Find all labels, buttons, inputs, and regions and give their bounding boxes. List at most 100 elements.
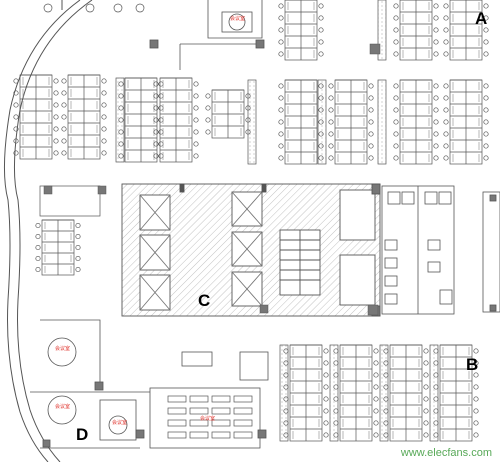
chair — [483, 83, 489, 89]
partition — [377, 79, 387, 165]
chair — [393, 3, 399, 9]
right-wall — [482, 191, 500, 313]
chair — [35, 266, 41, 273]
chair — [323, 432, 329, 438]
chair — [483, 95, 489, 101]
chair — [278, 131, 284, 137]
chair — [53, 114, 59, 120]
chair — [158, 141, 164, 147]
chair — [61, 150, 67, 156]
chair — [433, 155, 439, 161]
chair — [35, 255, 41, 262]
chair — [158, 117, 164, 123]
chair — [75, 266, 81, 273]
chair — [278, 83, 284, 89]
chair — [101, 138, 107, 144]
chair — [153, 93, 159, 99]
chair — [101, 150, 107, 156]
training-table — [189, 431, 209, 439]
training-table — [189, 419, 209, 427]
chair — [433, 3, 439, 9]
chair — [433, 83, 439, 89]
meeting-room-label-training: 会议室 — [200, 415, 215, 422]
chair — [473, 432, 479, 438]
chair — [101, 102, 107, 108]
chair — [278, 95, 284, 101]
chair — [443, 131, 449, 137]
chair — [61, 126, 67, 132]
training-table — [233, 395, 253, 403]
chair — [373, 372, 379, 378]
chair — [61, 102, 67, 108]
chair — [318, 3, 324, 9]
round-table — [135, 3, 145, 13]
chair — [433, 15, 439, 21]
chair — [35, 222, 41, 229]
meeting-room-top — [149, 0, 265, 70]
chair — [433, 119, 439, 125]
chair — [75, 255, 81, 262]
chair — [61, 78, 67, 84]
chair — [483, 119, 489, 125]
chair — [61, 138, 67, 144]
chair — [53, 78, 59, 84]
chair — [373, 360, 379, 366]
chair — [158, 93, 164, 99]
building-outline — [3, 0, 93, 462]
chair — [278, 3, 284, 9]
partition — [377, 0, 387, 61]
partition — [429, 344, 439, 442]
chair — [153, 141, 159, 147]
chair — [393, 83, 399, 89]
chair — [75, 244, 81, 251]
chair — [473, 384, 479, 390]
chair — [483, 143, 489, 149]
chair — [373, 348, 379, 354]
chair — [323, 372, 329, 378]
chair — [13, 126, 19, 132]
restroom-block — [381, 185, 455, 315]
chair — [443, 3, 449, 9]
chair — [443, 15, 449, 21]
partition — [329, 344, 339, 442]
chair — [193, 153, 199, 159]
chair — [368, 119, 374, 125]
chair — [245, 129, 251, 135]
chair — [328, 155, 334, 161]
round-table — [43, 3, 53, 13]
chair — [483, 155, 489, 161]
chair — [318, 15, 324, 21]
chair — [75, 222, 81, 229]
chair — [473, 348, 479, 354]
chair — [443, 51, 449, 57]
training-table — [211, 419, 231, 427]
training-table — [167, 395, 187, 403]
chair — [13, 114, 19, 120]
chair — [158, 105, 164, 111]
chair — [101, 114, 107, 120]
chair — [473, 360, 479, 366]
chair — [323, 360, 329, 366]
chair — [483, 3, 489, 9]
chair — [423, 348, 429, 354]
chair — [13, 78, 19, 84]
chair — [393, 131, 399, 137]
central-core — [121, 183, 381, 317]
training-table — [167, 431, 187, 439]
chair — [473, 408, 479, 414]
chair — [328, 107, 334, 113]
chair — [278, 51, 284, 57]
chair — [13, 138, 19, 144]
chair — [393, 39, 399, 45]
chair — [323, 396, 329, 402]
chair — [328, 83, 334, 89]
chair — [193, 141, 199, 147]
chair — [373, 408, 379, 414]
chair — [483, 107, 489, 113]
zone-label-a: A — [475, 9, 488, 28]
chair — [153, 117, 159, 123]
chair — [278, 15, 284, 21]
training-room — [149, 351, 269, 449]
chair — [153, 129, 159, 135]
